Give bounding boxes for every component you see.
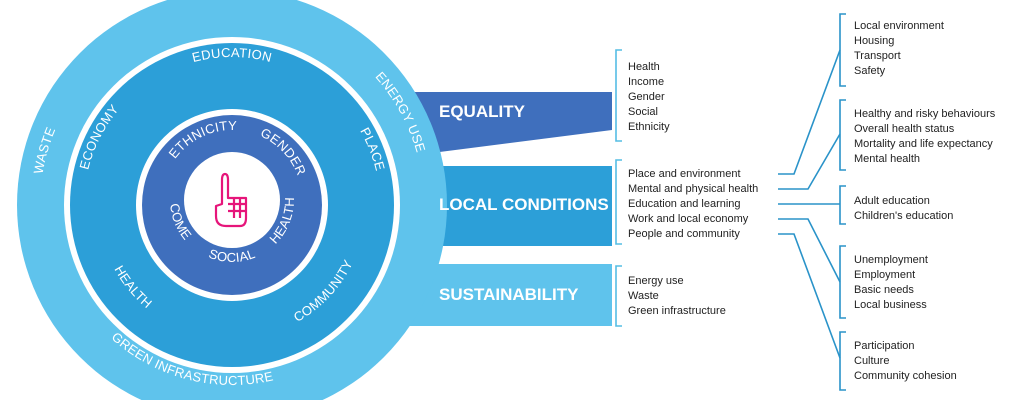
list-item: Transport — [854, 50, 901, 62]
band-label-sustainability: SUSTAINABILITY — [439, 285, 579, 304]
band-label-local-conditions: LOCAL CONDITIONS — [439, 195, 609, 214]
list-item: Healthy and risky behaviours — [854, 108, 996, 120]
list-item: Basic needs — [854, 284, 914, 296]
list-item: Participation — [854, 340, 915, 352]
local-conditions-bracket — [615, 159, 622, 245]
sub-bracket-education — [839, 185, 846, 225]
sustainability-list: Energy use Waste Green infrastructure — [628, 275, 726, 317]
sub-bracket-place-environment — [839, 13, 846, 87]
sub-bracket-health — [839, 99, 846, 171]
list-item: Safety — [854, 65, 886, 77]
list-item: Adult education — [854, 195, 930, 207]
community-sub-list: Participation Culture Community cohesion — [854, 340, 957, 382]
list-item: Employment — [854, 269, 915, 281]
equality-list: Health Income Gender Social Ethnicity — [628, 61, 670, 133]
place-environment-sub-list: Local environment Housing Transport Safe… — [854, 20, 944, 77]
list-item: Mortality and life expectancy — [854, 138, 993, 150]
raised-finger-hand-icon — [214, 172, 248, 228]
list-item: Place and environment — [628, 168, 741, 180]
health-sub-list: Healthy and risky behaviours Overall hea… — [854, 108, 996, 165]
list-item: Social — [628, 106, 658, 118]
list-item: Culture — [854, 355, 889, 367]
list-item: Overall health status — [854, 123, 955, 135]
center-circle — [184, 152, 280, 248]
middle-label-education: EDUCATION — [190, 45, 273, 65]
list-item: Green infrastructure — [628, 305, 726, 317]
sub-bracket-economy — [839, 245, 846, 319]
list-item: Children's education — [854, 210, 953, 222]
list-item: Work and local economy — [628, 213, 749, 225]
list-item: Mental and physical health — [628, 183, 758, 195]
list-item: Housing — [854, 35, 894, 47]
sustainability-bracket — [615, 265, 622, 327]
inner-label-social: SOCIAL — [207, 246, 257, 265]
connector-community — [778, 233, 841, 359]
list-item: Local business — [854, 299, 927, 311]
sustainability-band — [390, 264, 612, 326]
list-item: Education and learning — [628, 198, 741, 210]
list-item: Gender — [628, 91, 665, 103]
list-item: Energy use — [628, 275, 684, 287]
band-label-equality: EQUALITY — [439, 102, 526, 121]
connector-place-environment — [778, 49, 841, 175]
list-item: Community cohesion — [854, 370, 957, 382]
list-item: Income — [628, 76, 664, 88]
list-item: Local environment — [854, 20, 944, 32]
local-conditions-list: Place and environment Mental and physica… — [628, 168, 758, 240]
connector-economy — [778, 218, 841, 283]
sub-bracket-community — [839, 331, 846, 391]
list-item: Mental health — [854, 153, 920, 165]
education-sub-list: Adult education Children's education — [854, 195, 953, 222]
list-item: Ethnicity — [628, 121, 670, 133]
economy-sub-list: Unemployment Employment Basic needs Loca… — [854, 254, 928, 311]
list-item: Waste — [628, 290, 659, 302]
list-item: People and community — [628, 228, 740, 240]
list-item: Health — [628, 61, 660, 73]
equality-bracket — [615, 49, 622, 142]
connector-health — [778, 133, 841, 190]
list-item: Unemployment — [854, 254, 928, 266]
